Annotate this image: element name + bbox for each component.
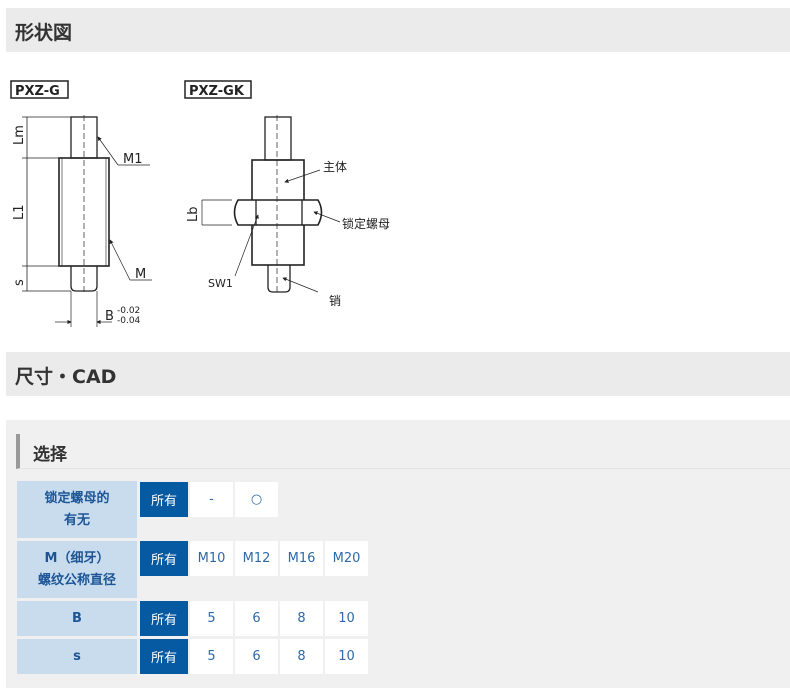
section-title: 尺寸・CAD <box>15 366 117 388</box>
pxz-gk-drawing: PXZ-GK Lb 主体 锁定螺母 SW1 销 <box>184 80 390 308</box>
option-all[interactable]: 所有 <box>140 639 188 674</box>
option-m12[interactable]: M12 <box>235 541 278 576</box>
option-b-10[interactable]: 10 <box>325 601 368 636</box>
option-m10[interactable]: M10 <box>190 541 233 576</box>
label-locknut: 锁定螺母 <box>342 216 390 231</box>
selection-panel: 选择 锁定螺母的有无 所有 - ○ M（细牙）螺纹公称直径 所有 M10 M12… <box>6 420 790 688</box>
option-with-locknut[interactable]: ○ <box>235 482 278 517</box>
label-m: M <box>135 267 146 282</box>
dim-l1: L1 <box>12 204 27 220</box>
dim-s: s <box>12 279 27 286</box>
option-b-8[interactable]: 8 <box>280 601 323 636</box>
row-label-b: B <box>17 601 137 636</box>
section-header-size-cad: 尺寸・CAD <box>6 352 790 396</box>
pxz-g-drawing: PXZ-G Lm L1 s M1 M B -0.02 -0.04 <box>10 80 152 327</box>
row-label-locknut: 锁定螺母的有无 <box>17 481 137 538</box>
option-s-10[interactable]: 10 <box>325 639 368 674</box>
model-label-pxz-g: PXZ-G <box>15 84 60 99</box>
option-s-6[interactable]: 6 <box>235 639 278 674</box>
option-no-locknut[interactable]: - <box>190 482 233 517</box>
option-s-5[interactable]: 5 <box>190 639 233 674</box>
dim-b-lower-tol: -0.04 <box>117 316 141 326</box>
section-title: 形状図 <box>15 22 73 44</box>
option-b-5[interactable]: 5 <box>190 601 233 636</box>
label-sw1: SW1 <box>208 277 233 290</box>
option-s-8[interactable]: 8 <box>280 639 323 674</box>
model-label-pxz-gk: PXZ-GK <box>189 84 245 99</box>
label-m1: M1 <box>123 152 143 167</box>
dim-b: B <box>105 309 114 324</box>
row-label-thread-diameter: M（细牙）螺纹公称直径 <box>17 541 137 598</box>
section-header-shape: 形状図 <box>6 8 790 52</box>
selection-header: 选择 <box>16 434 790 469</box>
dim-lb: Lb <box>186 207 201 223</box>
selection-title: 选择 <box>33 445 67 465</box>
option-all[interactable]: 所有 <box>140 541 188 576</box>
option-m16[interactable]: M16 <box>280 541 323 576</box>
option-b-6[interactable]: 6 <box>235 601 278 636</box>
shape-drawing: PXZ-G Lm L1 s M1 M B -0.02 -0.04 PXZ-GK … <box>10 80 390 327</box>
dim-b-upper-tol: -0.02 <box>117 306 140 316</box>
option-all[interactable]: 所有 <box>140 601 188 636</box>
label-body: 主体 <box>323 160 347 174</box>
option-all[interactable]: 所有 <box>140 482 188 517</box>
label-pin: 销 <box>329 294 341 308</box>
option-m20[interactable]: M20 <box>325 541 368 576</box>
row-label-s: s <box>17 639 137 674</box>
dim-lm: Lm <box>12 125 27 145</box>
